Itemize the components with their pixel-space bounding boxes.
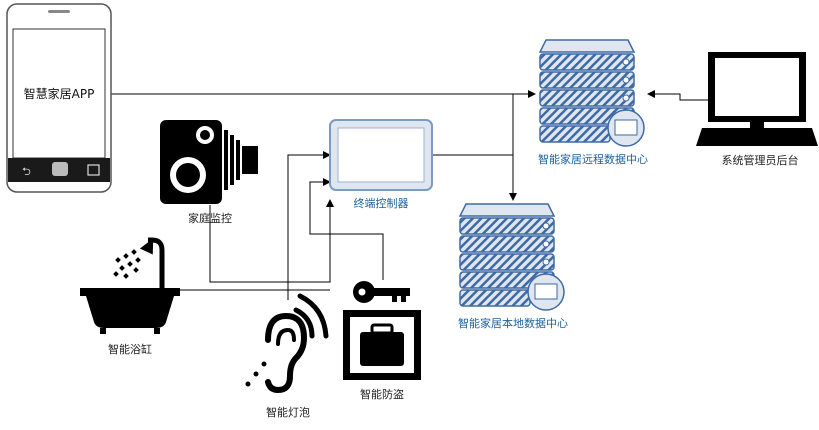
- hearing-icon: [245, 293, 329, 394]
- terminal-label: 终端控制器: [354, 196, 409, 210]
- bathtub-label: 智能浴缸: [108, 342, 152, 356]
- local-server-label: 智能家居本地数据中心: [458, 316, 568, 330]
- server-icon: [458, 203, 565, 311]
- admin-node[interactable]: 系统管理员后台: [696, 52, 818, 167]
- edge-security-to-terminal: [309, 178, 384, 280]
- admin-label: 系统管理员后台: [722, 153, 799, 167]
- remote-server-label: 智能家居远程数据中心: [538, 152, 648, 166]
- computer-monitor-icon: [696, 52, 818, 146]
- smartphone-icon: ⮌: [6, 3, 112, 193]
- camera-icon: [160, 120, 258, 204]
- security-node[interactable]: 智能防盗: [343, 281, 421, 401]
- server-icon: [538, 39, 645, 147]
- terminal-node[interactable]: 终端控制器: [329, 119, 433, 210]
- lamp-label: 智能灯泡: [266, 405, 310, 419]
- edge-terminal-to-local: [432, 154, 517, 201]
- app-label: 智慧家居APP: [24, 86, 95, 101]
- edge-admin-to-remote: [647, 90, 708, 101]
- smartphone-node[interactable]: ⮌ 智慧家居APP: [6, 3, 112, 193]
- bathtub-node[interactable]: 智能浴缸: [80, 237, 180, 356]
- lamp-node[interactable]: 智能灯泡: [245, 293, 329, 419]
- luggage-key-icon: [343, 281, 421, 380]
- security-label: 智能防盗: [360, 387, 404, 401]
- svg-text:⮌: ⮌: [22, 165, 31, 178]
- connectors: [110, 90, 708, 300]
- remote-server-node[interactable]: 智能家居远程数据中心: [538, 39, 648, 166]
- camera-node[interactable]: 家庭监控: [160, 120, 258, 225]
- edge-camera-to-terminal: [209, 199, 334, 283]
- camera-label: 家庭监控: [188, 211, 232, 225]
- edge-lamp-to-terminal: [287, 151, 331, 300]
- local-server-node[interactable]: 智能家居本地数据中心: [458, 203, 568, 330]
- tablet-icon: [329, 119, 433, 191]
- bathtub-shower-icon: [80, 237, 180, 334]
